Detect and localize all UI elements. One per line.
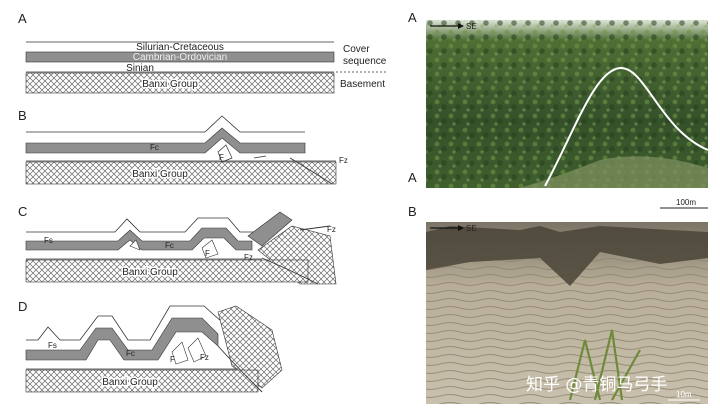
fc-label-b: Fc	[150, 143, 159, 152]
cover-label-line1: Cover	[343, 44, 370, 55]
f-label-b: F	[219, 153, 224, 162]
banxi-group-label-b: Banxi Group	[132, 169, 188, 180]
photo-a-fold-trace	[544, 66, 709, 187]
cambrian-ordovician-layer-d	[25, 317, 219, 361]
panel-a-label: A	[18, 11, 27, 26]
fault-fz-c-upper	[299, 225, 331, 231]
thrust-chip-d2	[187, 337, 207, 363]
silurian-top-line-d	[26, 305, 237, 341]
cambrian-ordovician-layer	[25, 51, 335, 63]
panel-d-label: D	[18, 299, 27, 314]
silurian-top-line-b	[26, 115, 305, 133]
banxi-group-label-c: Banxi Group	[122, 267, 178, 278]
basement-wedge-d	[217, 305, 283, 389]
banxi-group-label-d: Banxi Group	[102, 377, 158, 388]
fz-label-c2: Fz	[327, 225, 336, 234]
thrust-chip-c2	[129, 239, 141, 251]
fault-fz-b	[289, 157, 333, 185]
silurian-top-line-c	[26, 217, 262, 233]
banxi-basement-c	[25, 259, 309, 283]
photo-b-direction-label: SE	[466, 224, 477, 233]
watermark: 知乎 @青铜马弓手	[526, 375, 667, 395]
photo-a-arrowhead	[458, 23, 464, 29]
fs-label-c: Fs	[44, 236, 53, 245]
fz-label-d: Fz	[200, 353, 209, 362]
photo-b: SE B 10m	[408, 204, 708, 404]
fz-label-b: Fz	[339, 156, 348, 165]
photo-a-letter-top: A	[408, 10, 417, 25]
photo-a-letter-bottom: A	[408, 170, 417, 185]
fz-label-c1: Fz	[244, 253, 253, 262]
panel-b-label: B	[18, 108, 27, 123]
photo-b-dark-crest	[426, 226, 708, 286]
f-label-d: F	[170, 355, 175, 364]
banxi-basement-a	[25, 72, 335, 94]
f-label-c: F	[205, 249, 210, 258]
banxi-basement-b	[25, 161, 337, 185]
photo-b-arrowhead	[458, 225, 464, 231]
thrust-block-c	[247, 211, 293, 247]
thrust-chip-d1	[171, 341, 189, 365]
sinian-label: Sinian	[126, 63, 154, 74]
panel-c-label: C	[18, 204, 27, 219]
fault-fz-c	[261, 257, 319, 285]
basement-label: Basement	[340, 79, 385, 90]
fc-label-c: Fc	[165, 241, 174, 250]
silurian-cretaceous-label: Silurian-Cretaceous	[136, 42, 224, 53]
panel-d: D Fs Fc F Fz Banxi Group	[18, 299, 283, 393]
fc-label-d: Fc	[126, 349, 135, 358]
cambrian-ordovician-label: Cambrian-Ordovician	[133, 52, 227, 63]
photo-b-letter: B	[408, 204, 417, 219]
photo-b-scale-label: 10m	[676, 390, 692, 399]
panel-b: B Fc F Banxi Group Fz	[18, 108, 348, 185]
cover-label-line2: sequence	[343, 56, 387, 67]
photo-a-scale-label: 100m	[676, 198, 696, 207]
photo-b-grass	[568, 329, 641, 401]
photo-a-direction-label: SE	[466, 22, 477, 31]
slip-arrow-b	[253, 155, 267, 159]
fault-fz-d	[217, 345, 263, 393]
panel-a: A Silurian-Cretaceous Cambrian-Ordovicia…	[18, 11, 388, 94]
thrust-chip-b	[217, 144, 233, 163]
thrust-chip-c1	[201, 239, 219, 259]
banxi-group-label-a: Banxi Group	[142, 79, 198, 90]
photo-a: SE A A 100m	[408, 10, 709, 209]
panel-c: C Fs Fc F Fz Fz Banxi Group	[18, 204, 337, 285]
fs-label-d: Fs	[48, 341, 57, 350]
cambrian-ordovician-layer-c	[25, 227, 253, 251]
cambrian-ordovician-layer-b	[25, 127, 306, 154]
banxi-basement-d	[25, 369, 259, 393]
photo-a-slope	[520, 156, 708, 188]
